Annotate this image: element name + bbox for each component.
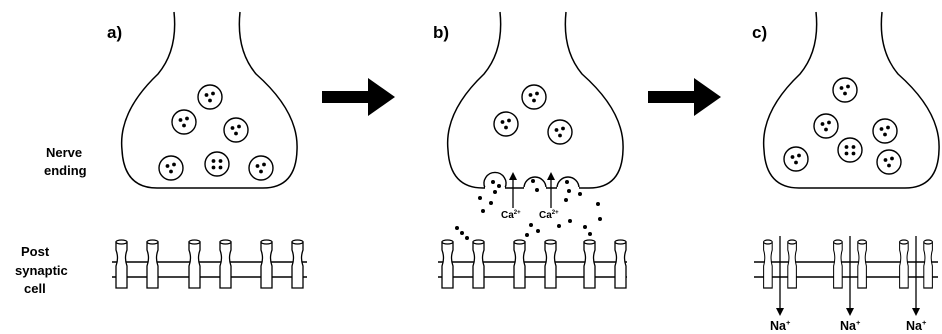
transition-arrow-2: [648, 78, 721, 116]
panel-label-a: a): [107, 23, 122, 42]
ion-channel: [116, 240, 158, 288]
ion-channel: [442, 240, 484, 288]
vesicle: [205, 152, 229, 176]
nerve-ending-label-line2: ending: [44, 163, 87, 178]
vesicle: [172, 110, 196, 134]
vesicle: [249, 156, 273, 180]
sodium-label-2: Na+: [840, 318, 861, 333]
postsynaptic-membrane-b: [438, 240, 627, 288]
ion-channel: [584, 240, 626, 288]
calcium-label-2: Ca2+: [539, 210, 559, 221]
ion-channel: [189, 240, 231, 288]
vesicle: [494, 112, 518, 136]
post-synaptic-label-line3: cell: [24, 281, 46, 296]
vesicle: [784, 147, 808, 171]
nerve-ending-label-line1: Nerve: [46, 145, 82, 160]
transition-arrow-1: [322, 78, 395, 116]
vesicle: [814, 114, 838, 138]
fusing-vesicle: [484, 172, 506, 188]
vesicle: [198, 85, 222, 109]
nerve-ending-c: [764, 12, 939, 188]
vesicle: [548, 120, 572, 144]
postsynaptic-membrane-c: Na+ Na+ Na+: [754, 236, 938, 333]
vesicle: [838, 138, 862, 162]
post-synaptic-label-line2: synaptic: [15, 263, 68, 278]
nerve-ending-a: [122, 12, 297, 188]
vesicle: [873, 119, 897, 143]
vesicle: [159, 156, 183, 180]
postsynaptic-membrane-a: [112, 240, 307, 288]
sodium-label-1: Na+: [770, 318, 791, 333]
vesicle: [833, 78, 857, 102]
sodium-label-3: Na+: [906, 318, 927, 333]
post-synaptic-label-line1: Post: [21, 244, 50, 259]
fusing-vesicle: [524, 177, 546, 188]
vesicle: [522, 85, 546, 109]
vesicle: [877, 150, 901, 174]
panel-label-c: c): [752, 23, 767, 42]
ion-channel: [261, 240, 303, 288]
vesicle: [224, 118, 248, 142]
calcium-label-1: Ca2+: [501, 210, 521, 221]
panel-label-b: b): [433, 23, 449, 42]
ion-channel: [514, 240, 556, 288]
